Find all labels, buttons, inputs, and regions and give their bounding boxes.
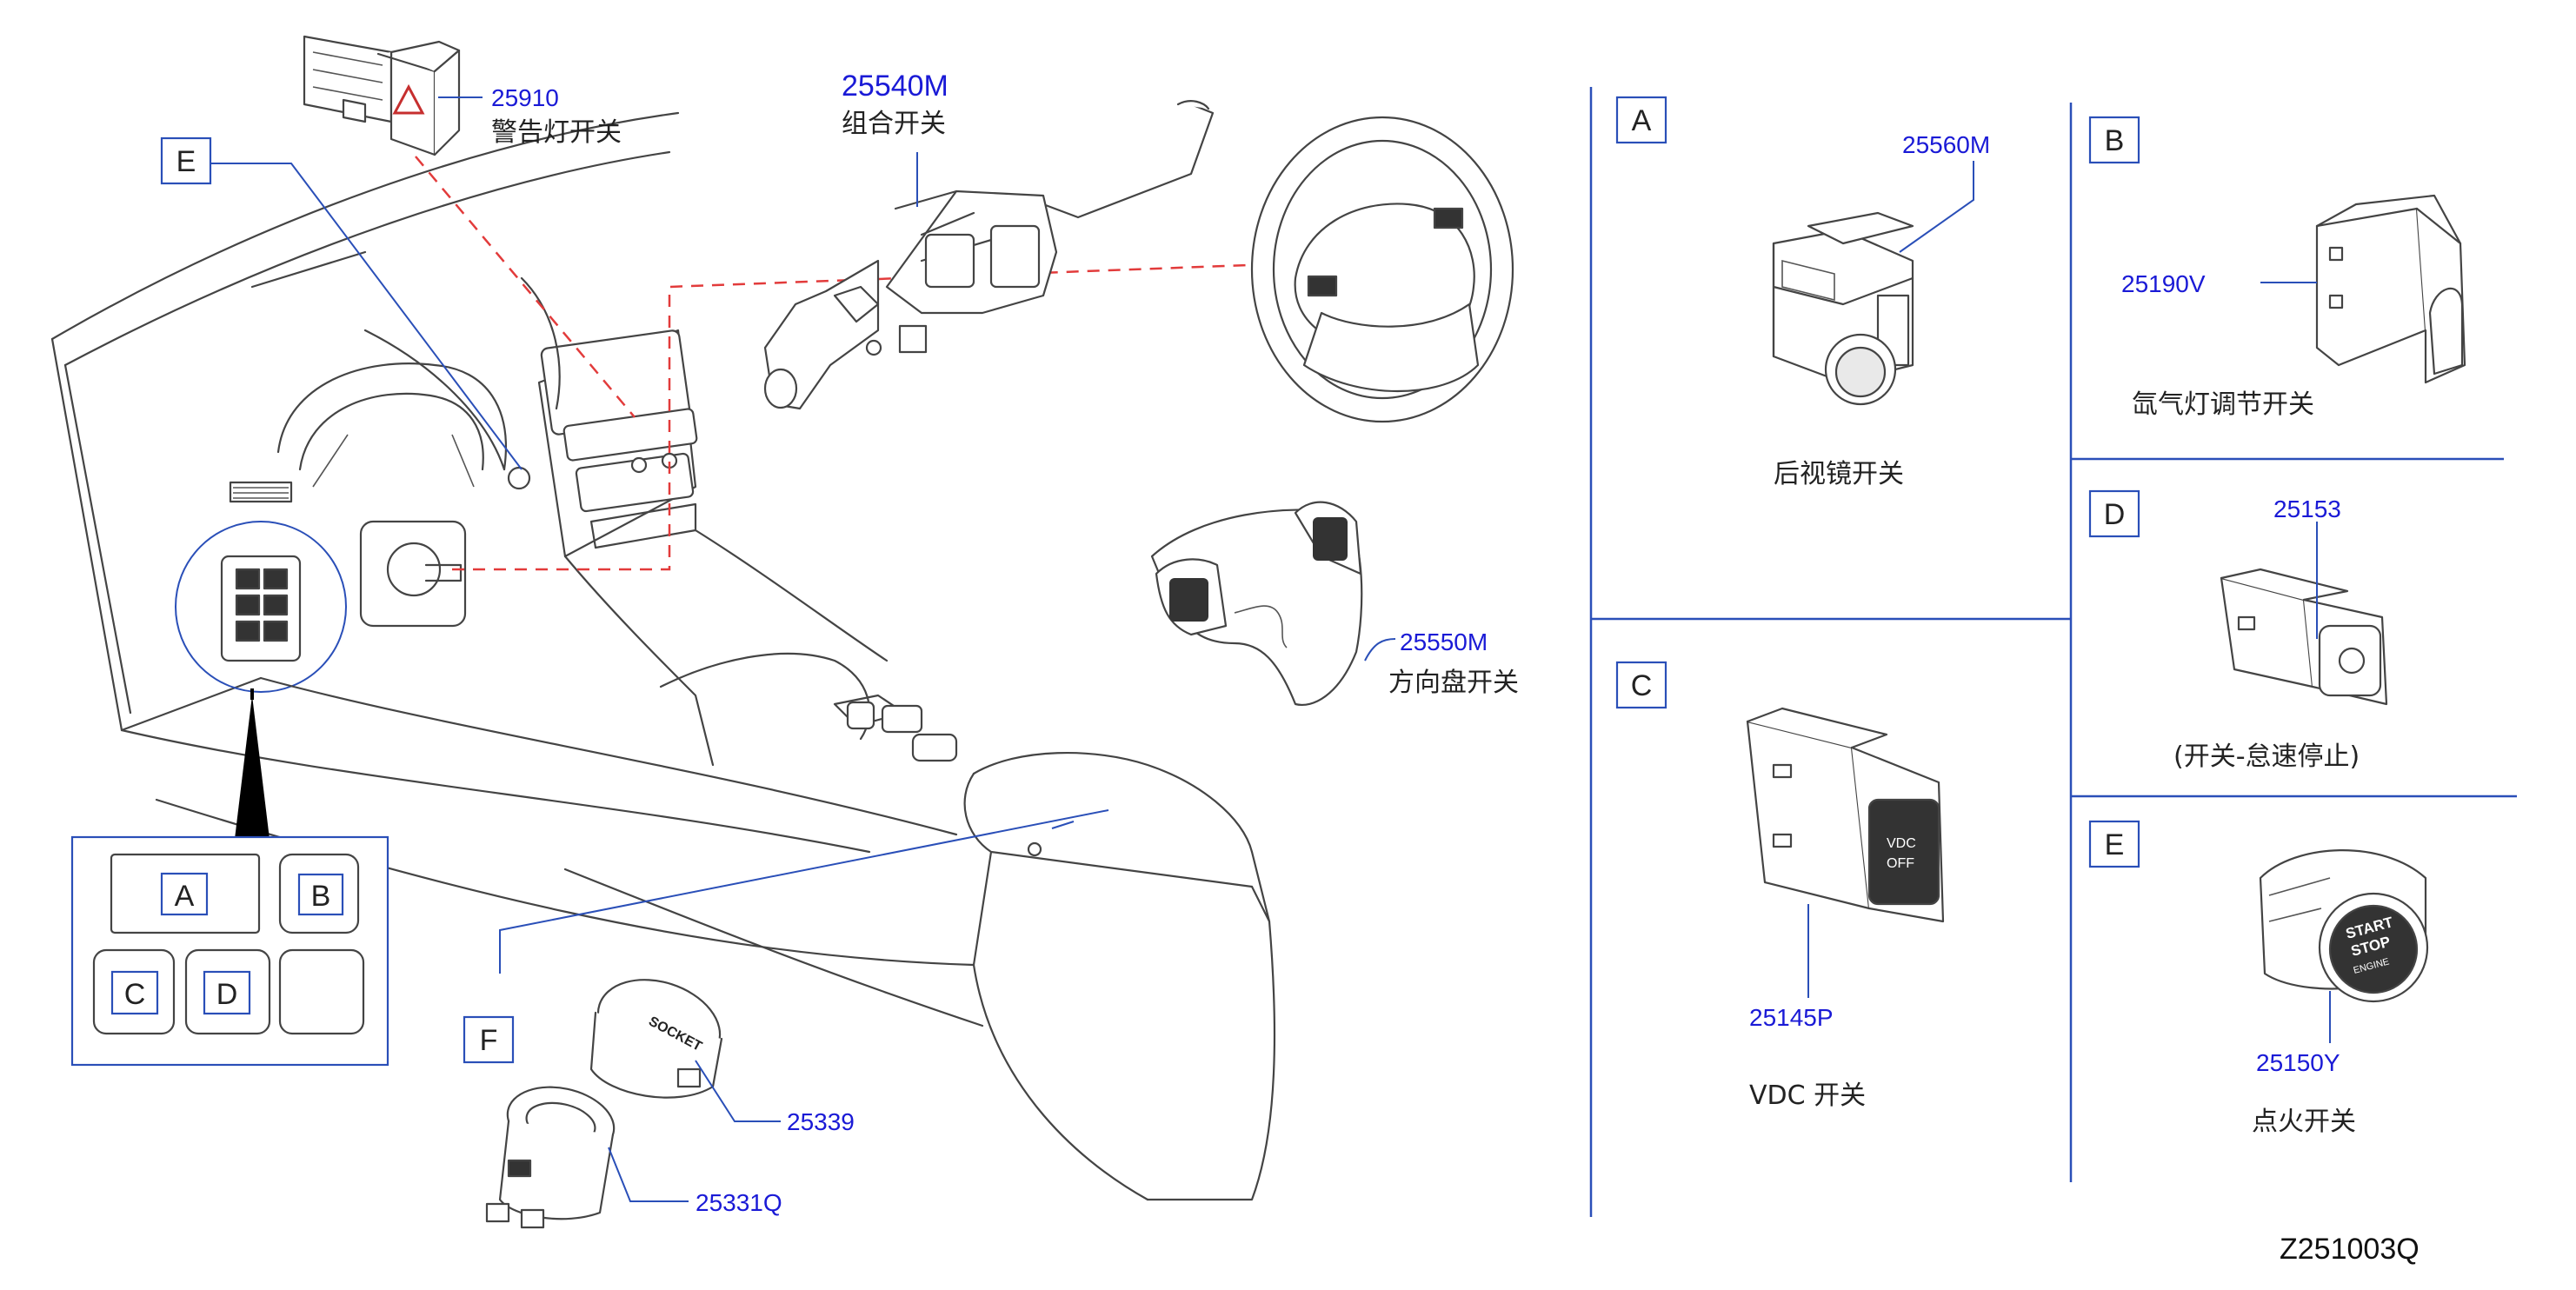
callout-e — [160, 136, 212, 185]
part-number-25560m: 25560M — [1902, 131, 1990, 158]
part-number-25331q: 25331Q — [696, 1189, 782, 1216]
dashed-link-combo — [452, 263, 1248, 571]
panel-label-d — [2088, 489, 2140, 538]
svg-text:E: E — [2105, 828, 2125, 861]
part-name-25153: (开关-怠速停止) — [2173, 741, 2360, 772]
panel-label-a — [1615, 96, 1667, 144]
part-number-25540m: 25540M — [842, 70, 949, 103]
figure-id: Z251003Q — [2280, 1233, 2420, 1266]
part-name-25145p: VDC 开关 — [1749, 1081, 1866, 1111]
part-number-25910: 25910 — [491, 84, 559, 111]
part-number-25550m: 25550M — [1400, 628, 1488, 655]
part-25190v-headlamp-leveling-switch — [2315, 194, 2466, 384]
steering-wheel — [1250, 116, 1514, 423]
inset-label-c: C — [124, 978, 146, 1011]
part-name-25540m: 组合开关 — [842, 109, 946, 139]
part-number-25339: 25339 — [787, 1108, 855, 1135]
part-name-25550m: 方向盘开关 — [1388, 668, 1519, 698]
svg-text:D: D — [2104, 498, 2126, 531]
svg-text:F: F — [480, 1024, 498, 1057]
panel-label-c — [1615, 661, 1667, 709]
inset-label-a: A — [175, 880, 195, 913]
part-25910-hazard-switch — [303, 35, 461, 156]
svg-text:B: B — [2105, 124, 2125, 157]
part-25560m-mirror-switch — [1772, 211, 1914, 406]
svg-text:A: A — [1632, 104, 1652, 137]
svg-text:C: C — [1631, 669, 1653, 702]
part-name-25910: 警告灯开关 — [491, 117, 622, 148]
part-25331q-socket — [485, 1086, 616, 1229]
part-25153-idle-stop-switch — [2220, 568, 2388, 706]
panel-label-b — [2088, 116, 2140, 164]
inset-label-b: B — [311, 880, 331, 913]
callout-pointer — [235, 695, 270, 839]
part-25145p-vdc-switch: VDC OFF — [1746, 707, 1945, 923]
svg-text:OFF: OFF — [1887, 856, 1914, 871]
part-name-25150y: 点火开关 — [2252, 1107, 2356, 1137]
inset-label-d: D — [216, 978, 238, 1011]
leader-e-to-dash — [210, 163, 523, 470]
dashed-link-hazard — [415, 156, 636, 418]
callout-f — [463, 1015, 515, 1064]
part-25150y-ignition-switch: START STOP ENGINE — [2259, 849, 2429, 1003]
part-25540m-combination-switch — [763, 100, 1215, 410]
svg-text:VDC: VDC — [1887, 836, 1916, 851]
leader-f-to-console — [499, 809, 1109, 974]
part-number-25190v: 25190V — [2121, 270, 2206, 297]
svg-text:E: E — [176, 145, 196, 178]
part-number-25153: 25153 — [2273, 495, 2341, 522]
part-name-25190v: 氙气灯调节开关 — [2132, 389, 2314, 420]
part-number-25145p: 25145P — [1749, 1004, 1834, 1031]
part-name-25560m: 后视镜开关 — [1774, 459, 1904, 489]
part-25339-socket: SOCKET — [589, 979, 723, 1099]
part-25550m-steering-switch — [1150, 501, 1363, 706]
panel-label-e — [2088, 820, 2140, 868]
part-number-25150y: 25150Y — [2256, 1049, 2340, 1076]
